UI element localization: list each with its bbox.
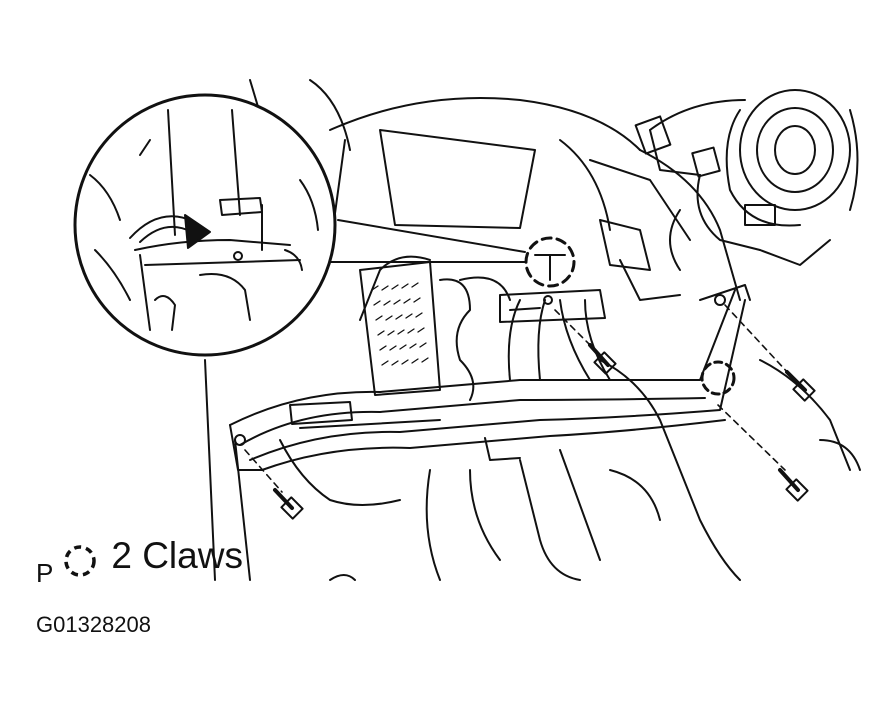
claw-marker-center: [524, 236, 576, 288]
bolt-right-upper: [785, 370, 816, 402]
legend-marker: P: [36, 558, 54, 588]
release-arrow-icon: [129, 214, 211, 249]
left-panel-edge: [204, 359, 251, 581]
magnifier-callout: [73, 93, 526, 357]
reinforcement-bracket: [229, 284, 751, 471]
leader-lines: [244, 304, 791, 493]
bolt-top-center: [588, 343, 617, 375]
dashboard-background-lines: [249, 79, 861, 581]
bolt-left-lower: [273, 488, 304, 520]
dashed-circle-claw-icon: [64, 545, 97, 577]
ventilation-grid: [359, 261, 511, 401]
legend: P 2 Claws: [36, 528, 243, 588]
figure-id: G01328208: [36, 612, 151, 637]
legend-label: 2 Claws: [111, 535, 243, 576]
bolt-right-lower: [778, 468, 809, 502]
claw-marker-right: [700, 360, 736, 396]
steering-column: [599, 89, 859, 301]
